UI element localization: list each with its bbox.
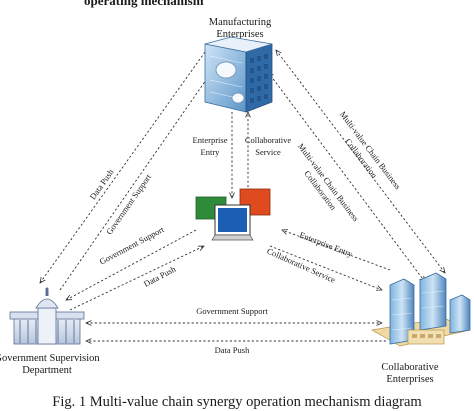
- government-label-1: Government Supervision: [0, 353, 100, 364]
- label-government-support-bottom: Government Support: [196, 306, 268, 316]
- government-label-2: Department: [22, 365, 72, 376]
- edge-enterprise-entry-right: [282, 230, 391, 271]
- label-collaborative-service-top-2: Service: [255, 147, 281, 157]
- label-government-support-outer: Government Support: [104, 172, 154, 237]
- figure-caption: Fig. 1 Multi-value chain synergy operati…: [52, 394, 422, 410]
- label-collaborative-service-top-1: Collaborative: [245, 135, 291, 145]
- edge-government-support-outer: [59, 70, 213, 291]
- corporate-towers-icon: [370, 272, 472, 347]
- label-enterprise-entry-top-1: Enterprise: [193, 135, 228, 145]
- edge-data-push-inner: [69, 246, 204, 311]
- header-fragment: operating mechanism: [84, 0, 204, 8]
- label-multivalue-inner-1: Multi-value Chain Business: [296, 141, 361, 223]
- manufacturing-label-2: Enterprises: [216, 29, 263, 40]
- collaborative-label-1: Collaborative: [381, 362, 438, 373]
- collaborative-label-2: Enterprises: [386, 374, 433, 385]
- office-building-icon: [204, 36, 273, 113]
- edge-data-push-outer: [40, 51, 206, 283]
- capitol-building-icon: [9, 287, 85, 345]
- manufacturing-label-1: Manufacturing: [209, 17, 272, 28]
- label-collaborative-service-right: Collaborative Service: [265, 246, 337, 285]
- label-enterprise-entry-top-2: Entry: [201, 147, 221, 157]
- label-enterprise-entry-right: Enterprise Entry: [298, 230, 355, 260]
- computer-monitors-icon: [195, 188, 271, 241]
- label-data-push-inner: Data Push: [142, 263, 178, 288]
- label-data-push-bottom: Data Push: [215, 345, 250, 355]
